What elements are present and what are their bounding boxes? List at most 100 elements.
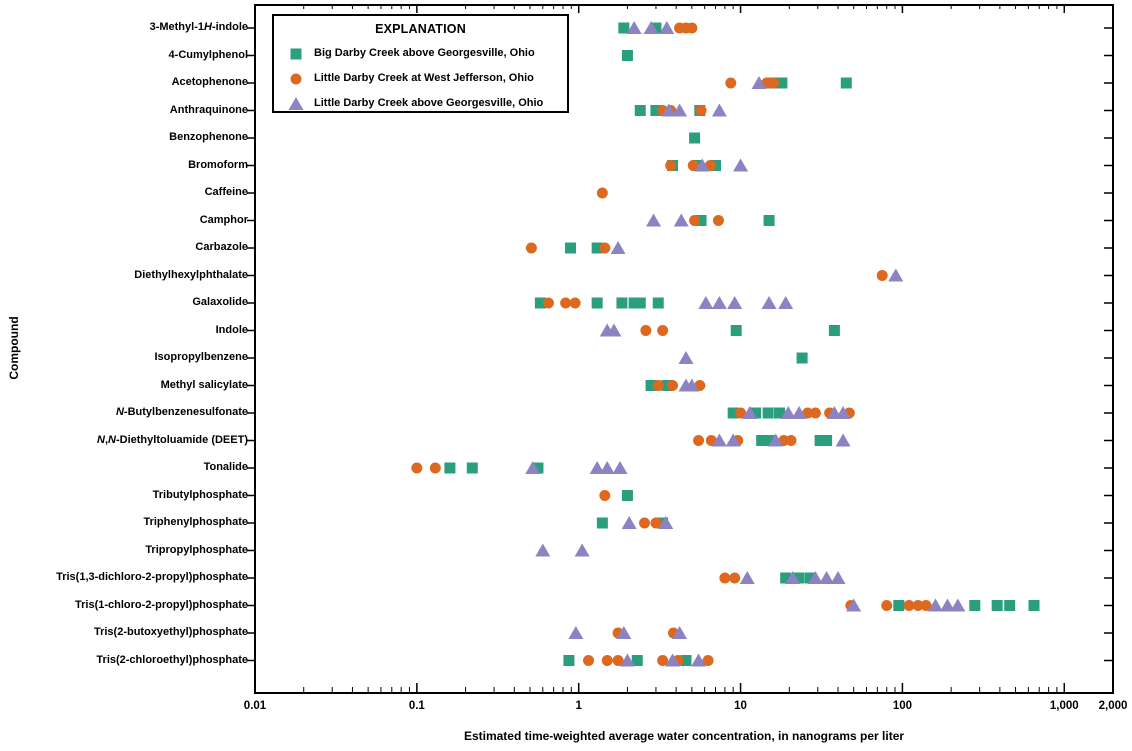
- data-point-circle: [687, 160, 699, 171]
- data-point-triangle: [835, 433, 851, 447]
- y-axis-label: Benzophenone: [169, 131, 248, 143]
- x-axis-tick-label: 10: [734, 700, 747, 712]
- legend-entry-label: Big Darby Creek above Georgesville, Ohio: [314, 47, 535, 59]
- data-point-triangle: [780, 406, 796, 419]
- y-axis-label: Caffeine: [204, 186, 248, 198]
- data-point-triangle: [694, 158, 710, 172]
- legend-box: EXPLANATION Big Darby Creek above George…: [272, 14, 569, 113]
- legend-entry-label: Little Darby Creek above Georgesville, O…: [314, 97, 544, 109]
- data-point-triangle: [568, 626, 584, 639]
- y-axis-label: Bromoform: [188, 158, 248, 171]
- data-point-circle: [809, 407, 821, 419]
- data-point-square: [796, 352, 808, 364]
- data-point-circle: [429, 462, 441, 474]
- data-point-square: [780, 572, 792, 584]
- data-point-triangle: [535, 543, 551, 557]
- data-point-circle: [725, 77, 737, 89]
- data-point-triangle: [742, 406, 758, 419]
- data-point-square: [661, 380, 673, 391]
- y-axis-label: Tris(2-chloroethyl)phosphate: [96, 653, 248, 666]
- y-axis-label: Tris(1,3-dichloro-2-propyl)phosphate: [56, 571, 248, 583]
- data-point-triangle: [646, 213, 662, 227]
- data-point-triangle: [610, 241, 626, 254]
- data-point-circle: [768, 77, 780, 89]
- data-point-circle: [657, 655, 669, 666]
- data-point-square: [634, 105, 646, 116]
- data-point-square: [534, 297, 546, 309]
- legend-square-icon: [290, 48, 302, 59]
- data-point-square: [763, 215, 775, 226]
- data-point-triangle: [739, 571, 755, 584]
- data-point-circle: [689, 215, 701, 226]
- data-point-circle: [657, 325, 669, 336]
- data-point-triangle: [778, 296, 794, 309]
- y-axis-label: Tris(1-chloro-2-propyl)phosphate: [75, 598, 248, 611]
- y-axis-label: Carbazole: [195, 241, 248, 253]
- data-point-square: [763, 435, 775, 446]
- data-point-square: [727, 407, 739, 419]
- data-point-circle: [650, 517, 662, 529]
- data-point-triangle: [888, 268, 904, 282]
- data-point-square: [804, 572, 816, 584]
- data-point-circle: [729, 572, 741, 584]
- data-point-triangle: [658, 516, 674, 529]
- data-point-triangle: [791, 406, 807, 419]
- data-point-triangle: [599, 461, 615, 474]
- data-point-circle: [560, 297, 572, 309]
- data-point-square: [444, 462, 456, 474]
- y-axis-label: 3-Methyl-1H-indole: [149, 21, 248, 33]
- data-point-triangle: [927, 598, 943, 612]
- y-axis-label: N-Butylbenzenesulfonate: [115, 406, 248, 418]
- data-point-triangle: [940, 598, 956, 612]
- data-point-square: [628, 297, 640, 309]
- data-point-circle: [583, 655, 595, 666]
- data-point-circle: [912, 600, 924, 611]
- data-point-square: [695, 215, 707, 226]
- data-point-triangle: [830, 571, 846, 584]
- data-point-square: [828, 325, 840, 336]
- data-point-square: [793, 572, 805, 584]
- data-point-circle: [640, 325, 652, 336]
- data-point-square: [750, 407, 762, 419]
- data-point-triangle: [616, 626, 632, 639]
- data-point-square: [774, 407, 786, 419]
- data-point-circle: [542, 297, 554, 309]
- data-point-square: [634, 297, 646, 309]
- data-point-square: [631, 655, 643, 666]
- x-axis-tick-label: 1,000: [1049, 700, 1079, 712]
- data-point-circle: [802, 407, 814, 419]
- data-point-triangle: [761, 296, 777, 309]
- data-point-square: [591, 242, 603, 254]
- data-point-circle: [667, 380, 679, 391]
- data-point-triangle: [711, 103, 727, 117]
- y-axis-label: Tonalide: [203, 461, 248, 473]
- data-point-square: [730, 325, 742, 336]
- plot-frame: [254, 4, 1114, 694]
- data-point-square: [532, 462, 544, 474]
- data-point-square: [762, 407, 774, 419]
- data-point-square: [893, 600, 905, 611]
- y-axis-label: Triphenylphosphate: [143, 516, 248, 528]
- data-point-circle: [903, 600, 915, 611]
- x-axis-title: Estimated time-weighted average water co…: [463, 729, 905, 743]
- y-axis-label: Galaxolide: [192, 296, 248, 308]
- x-axis-tick-label: 0.1: [408, 700, 425, 712]
- data-point-triangle: [711, 433, 727, 447]
- data-point-triangle: [672, 626, 688, 639]
- data-point-square: [680, 655, 692, 666]
- data-point-circle: [599, 242, 611, 254]
- legend-entries: Big Darby Creek above Georgesville, Ohio…: [274, 45, 567, 111]
- y-axis-label: Camphor: [199, 213, 248, 226]
- data-point-triangle: [621, 516, 637, 529]
- data-point-square: [1004, 600, 1016, 611]
- data-point-triangle: [673, 213, 689, 227]
- data-point-circle: [599, 490, 611, 501]
- data-point-triangle: [691, 653, 707, 667]
- data-point-triangle: [950, 598, 966, 612]
- data-point-circle: [652, 380, 664, 391]
- data-point-circle: [693, 435, 705, 446]
- data-point-triangle: [612, 461, 628, 474]
- y-axis-title: Compound: [7, 316, 21, 380]
- y-axis-label: Tripropylphosphate: [145, 543, 248, 556]
- y-axis-label: Isopropylbenzene: [154, 351, 248, 363]
